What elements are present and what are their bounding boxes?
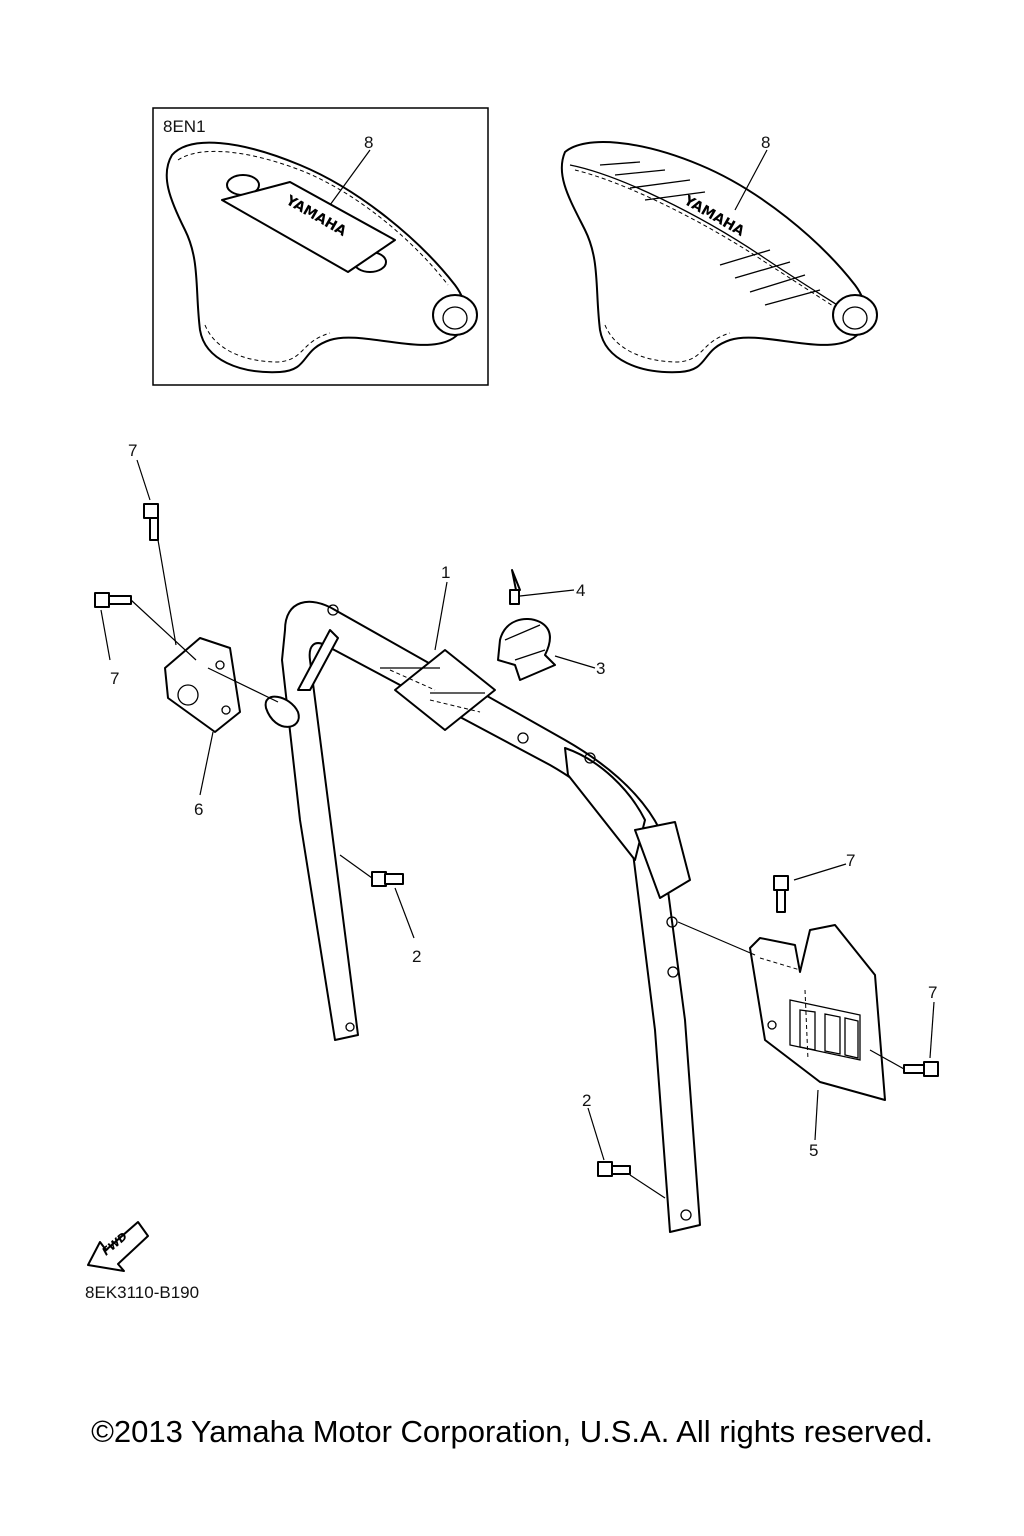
handle-frame — [281, 600, 701, 1233]
callout-7-left: 7 — [110, 669, 119, 688]
guard-part-5 — [749, 924, 886, 1101]
plate-part-6 — [164, 637, 300, 733]
callout-6: 6 — [194, 800, 203, 819]
clip-part-3 — [497, 618, 556, 681]
callout-5: 5 — [809, 1141, 818, 1160]
bolt-part-2-center — [339, 854, 404, 887]
seat-8en1-illustration: YAMAHA — [165, 141, 478, 374]
callout-2-bottom: 2 — [582, 1091, 591, 1110]
callout-7-top-left: 7 — [128, 441, 137, 460]
callout-2-center: 2 — [412, 947, 421, 966]
inset-frame — [152, 107, 489, 386]
callout-8: 8 — [761, 133, 770, 152]
bolt-part-7-right-top — [773, 875, 789, 913]
callout-7-right-top: 7 — [846, 851, 855, 870]
callout-3: 3 — [596, 659, 605, 678]
callout-1: 1 — [441, 563, 450, 582]
seat-inset-8en1: 8EN1 YAMAHA 8 — [152, 107, 489, 386]
callout-8-inset: 8 — [364, 133, 373, 152]
copyright-notice: ©2013 Yamaha Motor Corporation, U.S.A. A… — [91, 1414, 933, 1449]
rivet-part-4 — [509, 569, 521, 605]
seat-standard: YAMAHA 8 — [560, 133, 878, 374]
bolt-part-2-bottom — [597, 1161, 666, 1199]
grip-bracket — [380, 649, 496, 731]
bolt-part-7-right-bottom — [869, 1049, 939, 1077]
fwd-arrow-icon: FWD — [87, 1221, 149, 1272]
callout-7-right-bottom: 7 — [928, 983, 937, 1002]
reference-code: 8EK3110-B190 — [85, 1283, 199, 1302]
callout-4: 4 — [576, 581, 585, 600]
bolt-part-7-left — [94, 592, 197, 661]
bolt-part-7-top-left — [143, 503, 177, 646]
inset-label: 8EN1 — [163, 117, 206, 136]
